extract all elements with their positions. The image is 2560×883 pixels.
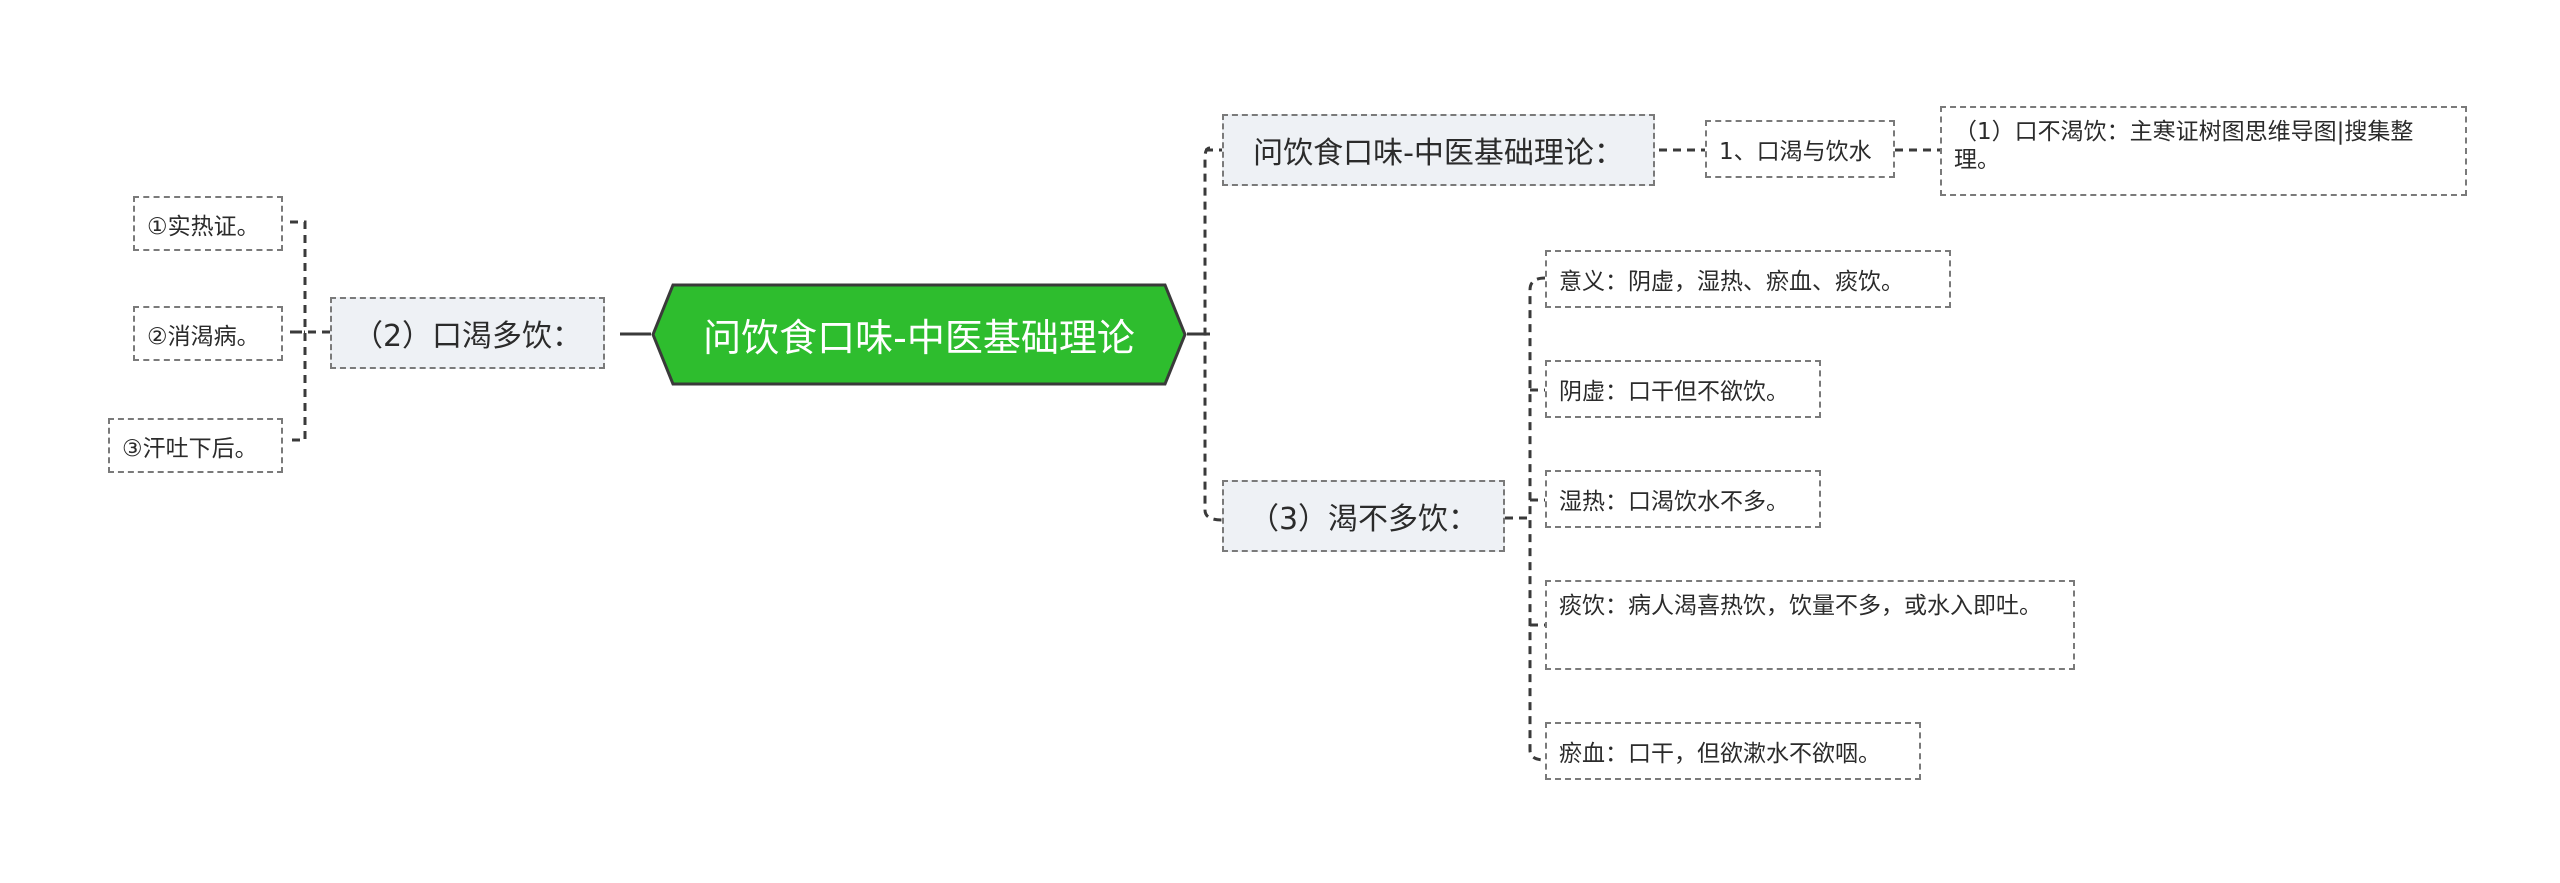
left-child-label-1: ①实热证。 (147, 213, 260, 240)
right-bottom-child-label-4: 痰饮：病人渴喜热饮，饮量不多，或水入即吐。 (1559, 593, 2042, 619)
right-bottom-child-node-1[interactable]: 意义：阴虚，湿热、瘀血、痰饮。 (1545, 250, 1951, 308)
right-bottom-child-node-4[interactable]: 痰饮：病人渴喜热饮，饮量不多，或水入即吐。 (1545, 580, 2075, 670)
right-bottom-branch-node[interactable]: （3）渴不多饮： (1222, 480, 1505, 552)
left-child-node-3[interactable]: ③汗吐下后。 (108, 418, 283, 473)
right-top-branch-label: 问饮食口味-中医基础理论： (1253, 136, 1624, 171)
left-child-node-1[interactable]: ①实热证。 (133, 196, 283, 251)
left-child-node-2[interactable]: ②消渴病。 (133, 306, 283, 361)
right-bottom-child-node-2[interactable]: 阴虚：口干但不欲饮。 (1545, 360, 1821, 418)
edge-left-trunk (290, 220, 307, 442)
left-branch-label: （2）口渴多饮： (352, 319, 583, 354)
right-bottom-child-label-2: 阴虚：口干但不欲饮。 (1559, 379, 1789, 405)
right-bottom-child-label-1: 意义：阴虚，湿热、瘀血、痰饮。 (1559, 269, 1904, 295)
root-node[interactable]: 问饮食口味-中医基础理论 (651, 283, 1187, 386)
edge-bottom-trunk (1528, 276, 1546, 762)
left-child-label-2: ②消渴病。 (147, 323, 260, 350)
right-top-branch-node[interactable]: 问饮食口味-中医基础理论： (1222, 114, 1655, 186)
right-bottom-child-label-3: 湿热：口渴饮水不多。 (1559, 489, 1789, 515)
right-bottom-child-label-5: 瘀血：口干，但欲漱水不欲咽。 (1559, 741, 1881, 767)
right-bottom-child-node-5[interactable]: 瘀血：口干，但欲漱水不欲咽。 (1545, 722, 1921, 780)
right-top-sub-node[interactable]: 1、口渴与饮水 (1705, 120, 1895, 178)
root-shape (651, 283, 1187, 386)
root-label: 问饮食口味-中医基础理论 (703, 316, 1135, 360)
right-bottom-child-node-3[interactable]: 湿热：口渴饮水不多。 (1545, 470, 1821, 528)
left-branch-node[interactable]: （2）口渴多饮： (330, 297, 605, 369)
left-child-label-3: ③汗吐下后。 (122, 435, 258, 462)
right-top-leaf-label: （1）口不渴饮：主寒证树图思维导图|搜集整理。 (1954, 119, 2414, 173)
right-top-sub-label: 1、口渴与饮水 (1719, 139, 1872, 165)
right-top-leaf-node[interactable]: （1）口不渴饮：主寒证树图思维导图|搜集整理。 (1940, 106, 2467, 196)
right-bottom-branch-label: （3）渴不多饮： (1248, 502, 1479, 537)
